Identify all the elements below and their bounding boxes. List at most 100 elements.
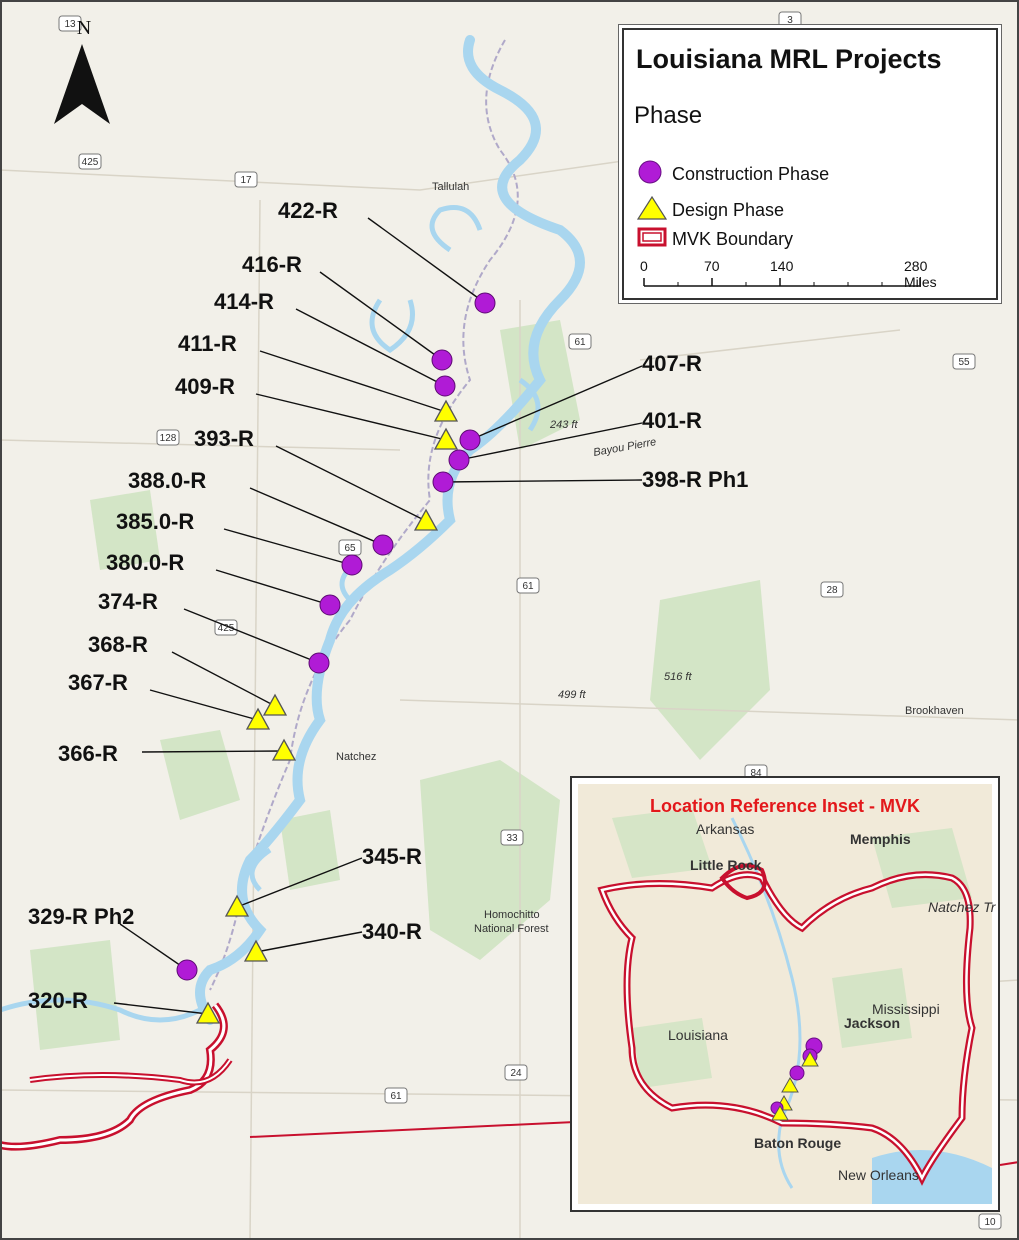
construction-marker	[319, 594, 341, 616]
highway-number: 128	[160, 433, 177, 444]
design-marker	[243, 939, 269, 962]
marker-label: 388.0-R	[128, 468, 206, 493]
highway-number: 17	[240, 175, 252, 186]
leader-lines	[113, 217, 643, 1015]
highway-number: 84	[750, 768, 762, 779]
marker-label: 340-R	[362, 919, 422, 944]
leader-line	[295, 308, 446, 387]
marker-label: 409-R	[175, 374, 235, 399]
highway-number: 425	[82, 157, 99, 168]
leader-line	[275, 445, 427, 522]
inset-place-name: New Orleans	[838, 1167, 919, 1183]
marker-label: 416-R	[242, 252, 302, 277]
leader-line	[149, 689, 259, 721]
construction-marker	[434, 375, 456, 397]
inset-place-name: Natchez Tr Parkway	[928, 899, 998, 915]
marker-label: 398-R Ph1	[642, 467, 748, 492]
leader-line	[458, 422, 643, 461]
construction-marker	[432, 471, 454, 493]
mississippi-river	[195, 35, 585, 1025]
inset-markers	[770, 1037, 823, 1121]
construction-marker	[372, 534, 394, 556]
highway-shield-icon	[952, 353, 976, 370]
highway-number: 3	[787, 15, 793, 26]
marker-labels: 422-R416-R414-R411-R409-R407-R401-R398-R…	[28, 198, 748, 1013]
design-marker	[262, 693, 288, 716]
inset-place-name: Arkansas	[696, 821, 754, 837]
inset-place-name: Little Rock	[690, 857, 762, 873]
construction-marker	[431, 349, 453, 371]
design-marker	[433, 399, 459, 422]
mvk-boundary	[0, 1002, 1019, 1166]
place-name: Homochitto	[484, 909, 540, 921]
legend-item-design: Design Phase	[636, 194, 784, 227]
leader-line	[141, 750, 285, 753]
design-marker	[271, 738, 297, 761]
highway-shield-icon	[778, 11, 802, 28]
highway-shield-icon	[504, 1064, 528, 1081]
leader-line	[171, 651, 276, 707]
forest-areas	[30, 320, 770, 1050]
construction-marker	[308, 652, 330, 674]
leader-line	[113, 1002, 209, 1015]
oxbow-lakes	[0, 205, 541, 1023]
legend-panel: Louisiana MRL Projects Phase Constructio…	[622, 28, 998, 300]
scale-bar-graphic	[643, 278, 921, 287]
inset-place-name: Louisiana	[668, 1027, 728, 1043]
place-name: Natchez	[336, 751, 376, 763]
leader-line	[119, 923, 188, 971]
leader-line	[442, 479, 643, 483]
highway-number: 61	[522, 581, 534, 592]
marker-label: 380.0-R	[106, 550, 184, 575]
legend-label-design: Design Phase	[672, 200, 785, 220]
marker-label: 374-R	[98, 589, 158, 614]
highway-number: 28	[826, 585, 838, 596]
construction-marker	[176, 959, 198, 981]
north-arrow-icon	[54, 44, 110, 124]
leader-line	[183, 608, 320, 664]
design-marker	[413, 508, 439, 531]
north-arrow: N	[54, 17, 110, 124]
legend-item-boundary: MVK Boundary	[636, 225, 793, 254]
marker-label: 385.0-R	[116, 509, 194, 534]
inset-place-name: Memphis	[850, 831, 911, 847]
leader-line	[469, 365, 643, 441]
purple-circle-icon	[638, 160, 662, 184]
construction-marker	[341, 554, 363, 576]
scale-tick-label: 0	[640, 258, 648, 274]
highway-shield-icon	[156, 429, 180, 446]
place-names: TallulahNatchezBrookhavenHomochittoNatio…	[336, 181, 964, 935]
inset-place-name: Mississippi	[872, 1001, 940, 1017]
place-name: 243 ft	[549, 419, 578, 431]
marker-label: 393-R	[194, 426, 254, 451]
legend-title: Louisiana MRL Projects	[636, 44, 942, 74]
highway-shield-icon	[58, 15, 82, 32]
scale-bar: 0 70 140 280 Miles	[638, 258, 937, 290]
design-marker	[224, 894, 250, 917]
highway-shield-icon	[500, 829, 524, 846]
scale-tick-label: 70	[704, 258, 720, 274]
design-marker	[195, 1001, 221, 1024]
highway-number: 55	[958, 357, 970, 368]
north-label: N	[77, 17, 91, 39]
highway-shield-icon	[568, 333, 592, 350]
marker-label: 407-R	[642, 351, 702, 376]
highway-number: 13	[64, 19, 76, 30]
leader-line	[367, 217, 486, 304]
leader-line	[223, 528, 353, 566]
leader-line	[249, 487, 384, 546]
marker-label: 320-R	[28, 988, 88, 1013]
leader-line	[255, 931, 363, 953]
highway-number: 61	[390, 1091, 402, 1102]
marker-label: 422-R	[278, 198, 338, 223]
legend-item-construction: Construction Phase	[636, 158, 829, 191]
leader-line	[259, 350, 447, 413]
scale-tick-label: 140	[770, 258, 794, 274]
inset-title: Location Reference Inset - MVK	[649, 796, 921, 816]
marker-label: 368-R	[88, 632, 148, 657]
highway-shield-icon	[78, 153, 102, 170]
